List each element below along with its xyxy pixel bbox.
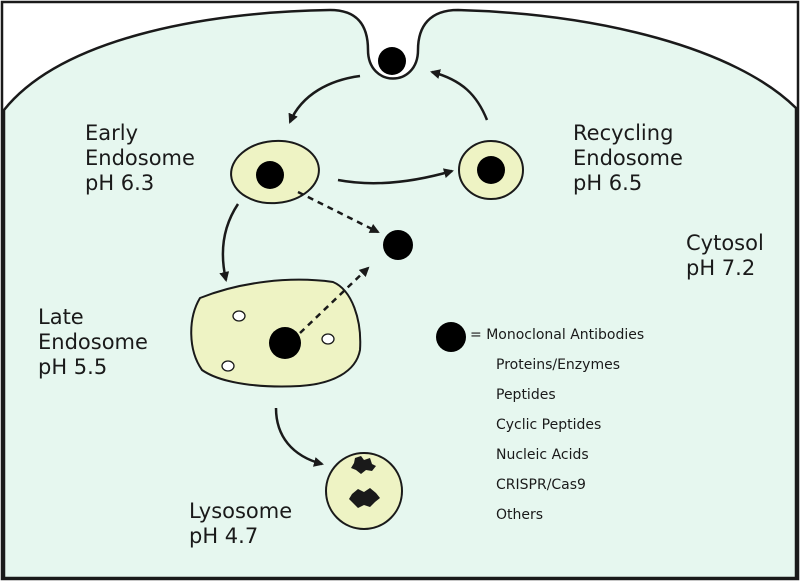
cell-membrane [2,8,798,580]
legend-item: = Monoclonal Antibodies [470,327,644,343]
early-endosome-label: Early Endosome pH 6.3 [85,121,195,195]
lysosome-vesicle [325,452,403,530]
arrow-recycling-to-membrane [430,69,489,121]
late-endosome-vacuole [232,310,246,322]
cytosolic-cargo [383,230,413,260]
legend-item: CRISPR/Cas9 [496,477,586,493]
late-endosome-vacuole [321,333,335,345]
arrow-late-to-lysosome [274,407,324,467]
late-endosome-cargo [269,327,301,359]
legend-item: Cyclic Peptides [496,417,602,433]
arrow-early-to-late [219,203,240,282]
arrow-early-to-recycling [337,168,454,185]
degraded-cargo [351,456,376,474]
legend-item: Nucleic Acids [496,447,589,463]
lysosome-label: Lysosome pH 4.7 [189,499,293,548]
legend-symbol-icon [436,322,466,352]
late-endosome-label: Late Endosome pH 5.5 [38,305,148,379]
degraded-cargo [349,488,380,508]
dashed-arrow-late-escape [299,266,370,334]
dashed-arrow-early-escape [297,190,380,234]
legend-item-label: Monoclonal Antibodies [486,327,645,343]
early-endosome-cargo [256,161,284,189]
legend-item: Proteins/Enzymes [496,357,620,373]
endocytosed-cargo [378,47,406,75]
cytosol-label: Cytosol pH 7.2 [686,231,764,280]
legend-item: Peptides [496,387,556,403]
late-endosome-vacuole [221,360,235,372]
arrow-to-early-endosome [288,74,361,124]
legend-equals: = [470,327,482,343]
recycling-endosome-label: Recycling Endosome pH 6.5 [573,121,683,195]
recycling-endosome-cargo [477,156,505,184]
legend-item: Others [496,507,544,523]
